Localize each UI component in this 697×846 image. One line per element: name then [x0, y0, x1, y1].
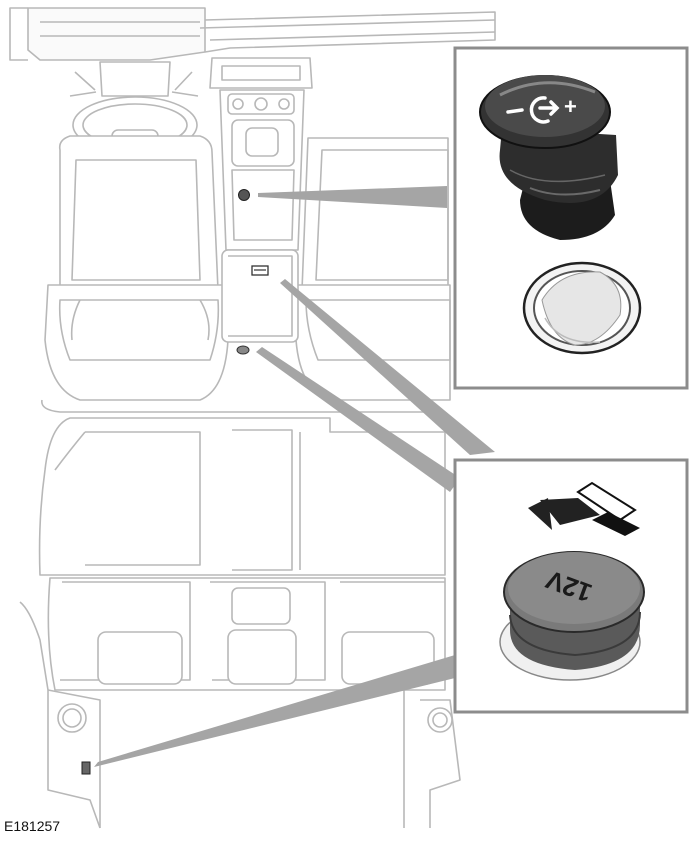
lighter-socket: [522, 261, 642, 355]
leader-armrest: [280, 279, 495, 455]
vehicle-interior: [9, 7, 496, 829]
feature-markers: [81, 189, 269, 775]
remove-arrow-icon: [528, 481, 640, 536]
centre-console: [209, 57, 313, 343]
rear-cargo-area: [19, 601, 461, 829]
leader-floor: [256, 347, 460, 492]
lighter-symbol-icon: [506, 96, 560, 124]
rear-seat-backrest: [38, 417, 446, 576]
cigar-lighter: +: [479, 75, 618, 240]
leader-lighter: [258, 186, 447, 208]
cargo-socket-marker: [81, 761, 91, 775]
leader-lines: [94, 186, 495, 767]
floor-socket-marker: [236, 345, 250, 355]
socket-callout-panel: 12V: [453, 458, 689, 714]
driver-seat: [44, 135, 232, 401]
floor-outline: [41, 399, 440, 413]
socket-cap: 12V: [499, 551, 645, 681]
figure-id-label: E181257: [4, 818, 61, 834]
passenger-seat: [295, 137, 451, 401]
lighter-plus-symbol: +: [564, 94, 577, 119]
lighter-callout-panel: +: [453, 46, 689, 390]
lighter-location-marker: [238, 189, 250, 201]
dashboard: [9, 7, 496, 61]
leader-cargo: [94, 655, 455, 767]
rear-seat-cushion: [47, 577, 446, 691]
